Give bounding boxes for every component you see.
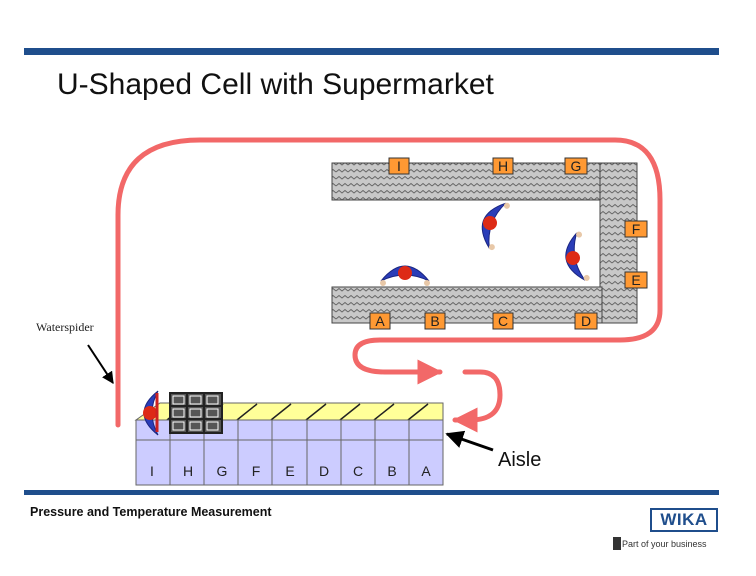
outer-route bbox=[115, 137, 663, 428]
station-tag-f: F bbox=[624, 220, 648, 238]
station-tag-d: D bbox=[574, 312, 598, 330]
svg-text:H: H bbox=[498, 158, 508, 174]
lane-label: A bbox=[421, 463, 431, 479]
operator-icon bbox=[565, 231, 590, 281]
lane-label: F bbox=[252, 463, 261, 479]
lane-label: H bbox=[183, 463, 193, 479]
operator-icon bbox=[380, 265, 430, 286]
station-tag-c: C bbox=[492, 312, 514, 330]
station-tag-g: G bbox=[564, 157, 588, 175]
waterspider-label: Waterspider bbox=[36, 320, 94, 334]
waterspider-arrow bbox=[87, 344, 114, 385]
lane-label: C bbox=[353, 463, 363, 479]
lane-label: E bbox=[285, 463, 294, 479]
svg-text:A: A bbox=[375, 313, 385, 329]
svg-text:C: C bbox=[498, 313, 508, 329]
svg-text:D: D bbox=[581, 313, 591, 329]
waterspider-operator bbox=[143, 390, 159, 436]
footer-text: Pressure and Temperature Measurement bbox=[30, 505, 272, 519]
svg-text:F: F bbox=[632, 221, 641, 237]
station-tag-b: B bbox=[424, 312, 446, 330]
svg-text:G: G bbox=[571, 158, 582, 174]
supermarket-shelf: I H G F E D C B A bbox=[134, 402, 444, 486]
station-tag-e: E bbox=[624, 271, 648, 289]
lane-label: D bbox=[319, 463, 329, 479]
station-tag-i: I bbox=[388, 157, 410, 175]
aisle-arrow bbox=[445, 430, 494, 452]
top-rule bbox=[24, 48, 719, 55]
slide-title: U-Shaped Cell with Supermarket bbox=[57, 68, 494, 101]
lane-label: B bbox=[387, 463, 396, 479]
svg-text:E: E bbox=[631, 272, 640, 288]
u-cell bbox=[331, 162, 638, 324]
station-tag-a: A bbox=[369, 312, 391, 330]
lane-label: G bbox=[217, 463, 228, 479]
station-tags: I H G F E A B C D bbox=[369, 157, 648, 330]
operator-icon bbox=[481, 202, 510, 251]
cart-icon bbox=[169, 392, 223, 434]
bottom-rule bbox=[24, 490, 719, 495]
aisle-label: Aisle bbox=[498, 449, 541, 471]
wika-logo: WIKA bbox=[650, 508, 718, 532]
lane-label: I bbox=[150, 463, 154, 479]
tagline: Part of your business bbox=[622, 539, 707, 549]
svg-text:I: I bbox=[397, 158, 401, 174]
svg-text:B: B bbox=[430, 313, 439, 329]
station-tag-h: H bbox=[492, 157, 514, 175]
tagline-marker bbox=[613, 537, 621, 550]
inner-route bbox=[452, 369, 503, 433]
